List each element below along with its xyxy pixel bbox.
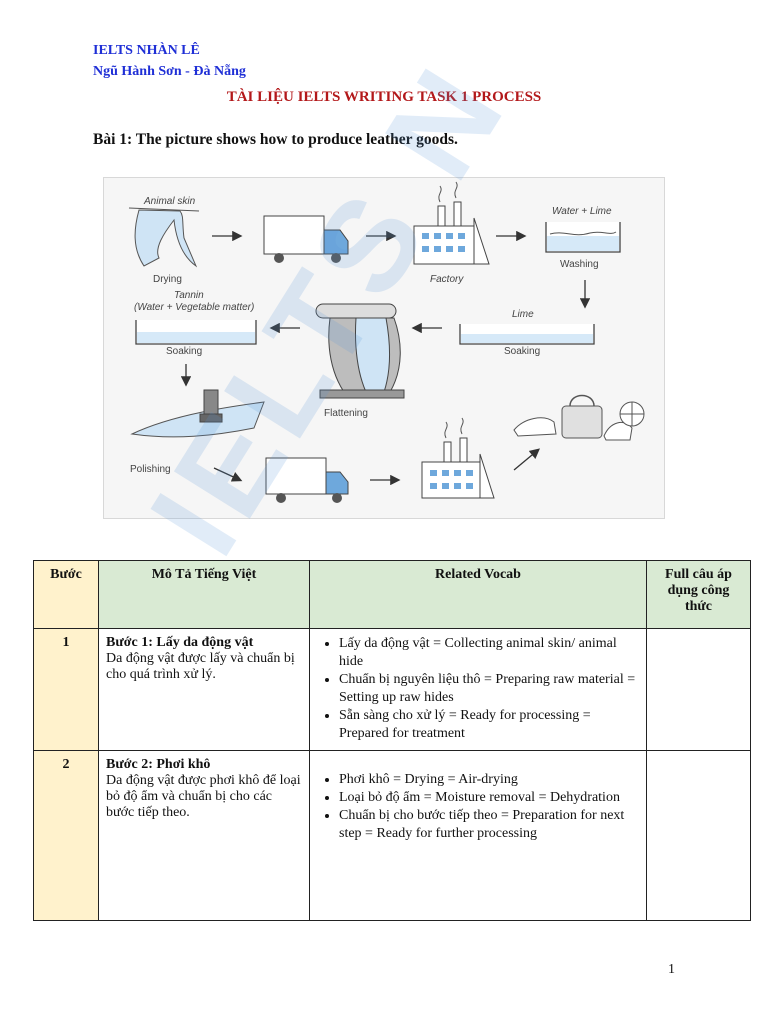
column-header-vietnamese-description: Mô Tả Tiếng Việt <box>98 560 310 629</box>
factory-icon <box>421 417 495 499</box>
vocab-item: Chuẩn bị cho bước tiếp theo = Preparatio… <box>339 807 639 843</box>
washing-label: Washing <box>560 259 599 270</box>
vocab-cell: Lấy da động vật = Collecting animal skin… <box>309 628 647 751</box>
header-line-1: IELTS NHÀN LÊ <box>93 43 200 58</box>
vocab-item: Loại bỏ độ ẩm = Moisture removal = Dehyd… <box>339 789 639 807</box>
step-number: 1 <box>33 628 99 751</box>
lime-label: Lime <box>512 309 534 320</box>
process-diagram-drawing <box>128 181 645 503</box>
flattening-label: Flattening <box>324 408 368 419</box>
step-description: Da động vật được lấy và chuẩn bị cho quá… <box>106 651 295 682</box>
polishing-label: Polishing <box>130 464 171 475</box>
vocab-item: Chuẩn bị nguyên liệu thô = Preparing raw… <box>339 671 639 707</box>
step-number: 2 <box>33 750 99 921</box>
drying-label: Drying <box>153 274 182 285</box>
vocab-table: Bước Mô Tả Tiếng Việt Related Vocab Full… <box>33 560 751 921</box>
table-header-row: Bước Mô Tả Tiếng Việt Related Vocab Full… <box>33 560 751 629</box>
leather-goods-icon <box>513 394 645 441</box>
vocab-item: Sẵn sàng cho xử lý = Ready for processin… <box>339 707 639 743</box>
soaking-left-label: Soaking <box>166 346 203 357</box>
process-diagram: Animal skin Drying Factory Water + Lime … <box>103 177 665 519</box>
step-title: Bước 2: Phơi khô <box>106 757 211 772</box>
washing-tank-icon <box>545 222 621 253</box>
tannin-soaking-tank-icon <box>135 320 257 345</box>
table-row: 2 Bước 2: Phơi khô Da động vật được phơi… <box>33 750 751 921</box>
step-title: Bước 1: Lấy da động vật <box>106 635 254 650</box>
step-description-cell: Bước 2: Phơi khô Da động vật được phơi k… <box>98 750 310 921</box>
full-sentence-cell <box>646 628 751 751</box>
task-prompt: Bài 1: The picture shows how to produce … <box>93 131 458 148</box>
vocab-list: Lấy da động vật = Collecting animal skin… <box>317 635 639 743</box>
lime-soaking-tank-icon <box>459 324 595 345</box>
polishing-icon <box>130 389 265 438</box>
animal-skin-label: Animal skin <box>144 196 196 207</box>
vocab-list: Phơi khô = Drying = Air-drying Loại bỏ đ… <box>317 771 639 843</box>
vocab-cell: Phơi khô = Drying = Air-drying Loại bỏ đ… <box>309 750 647 921</box>
column-header-related-vocab: Related Vocab <box>309 560 647 629</box>
truck-icon <box>263 215 349 263</box>
drying-skin-icon <box>128 207 200 268</box>
water-lime-label: Water + Lime <box>552 206 612 217</box>
factory-label: Factory <box>430 274 464 285</box>
table-row: 1 Bước 1: Lấy da động vật Da động vật đư… <box>33 628 751 751</box>
tannin-label: Tannin <box>174 290 204 301</box>
soaking-right-label: Soaking <box>504 346 541 357</box>
step-description: Da động vật được phơi khô để loại bỏ độ … <box>106 773 301 820</box>
step-description-cell: Bước 1: Lấy da động vật Da động vật được… <box>98 628 310 751</box>
tannin-detail-label: (Water + Vegetable matter) <box>134 302 255 313</box>
document-title: TÀI LIỆU IELTS WRITING TASK 1 PROCESS <box>226 89 542 105</box>
vocab-item: Phơi khô = Drying = Air-drying <box>339 771 639 789</box>
full-sentence-cell <box>646 750 751 921</box>
factory-icon <box>413 181 490 265</box>
column-header-full-sentence: Full câu áp dụng công thức <box>646 560 751 629</box>
flattening-machine-icon <box>315 303 405 399</box>
page-number: 1 <box>668 962 675 977</box>
column-header-step: Bước <box>33 560 99 629</box>
truck-icon <box>265 457 349 503</box>
header-line-2: Ngũ Hành Sơn - Đà Nẵng <box>93 64 246 79</box>
vocab-item: Lấy da động vật = Collecting animal skin… <box>339 635 639 671</box>
